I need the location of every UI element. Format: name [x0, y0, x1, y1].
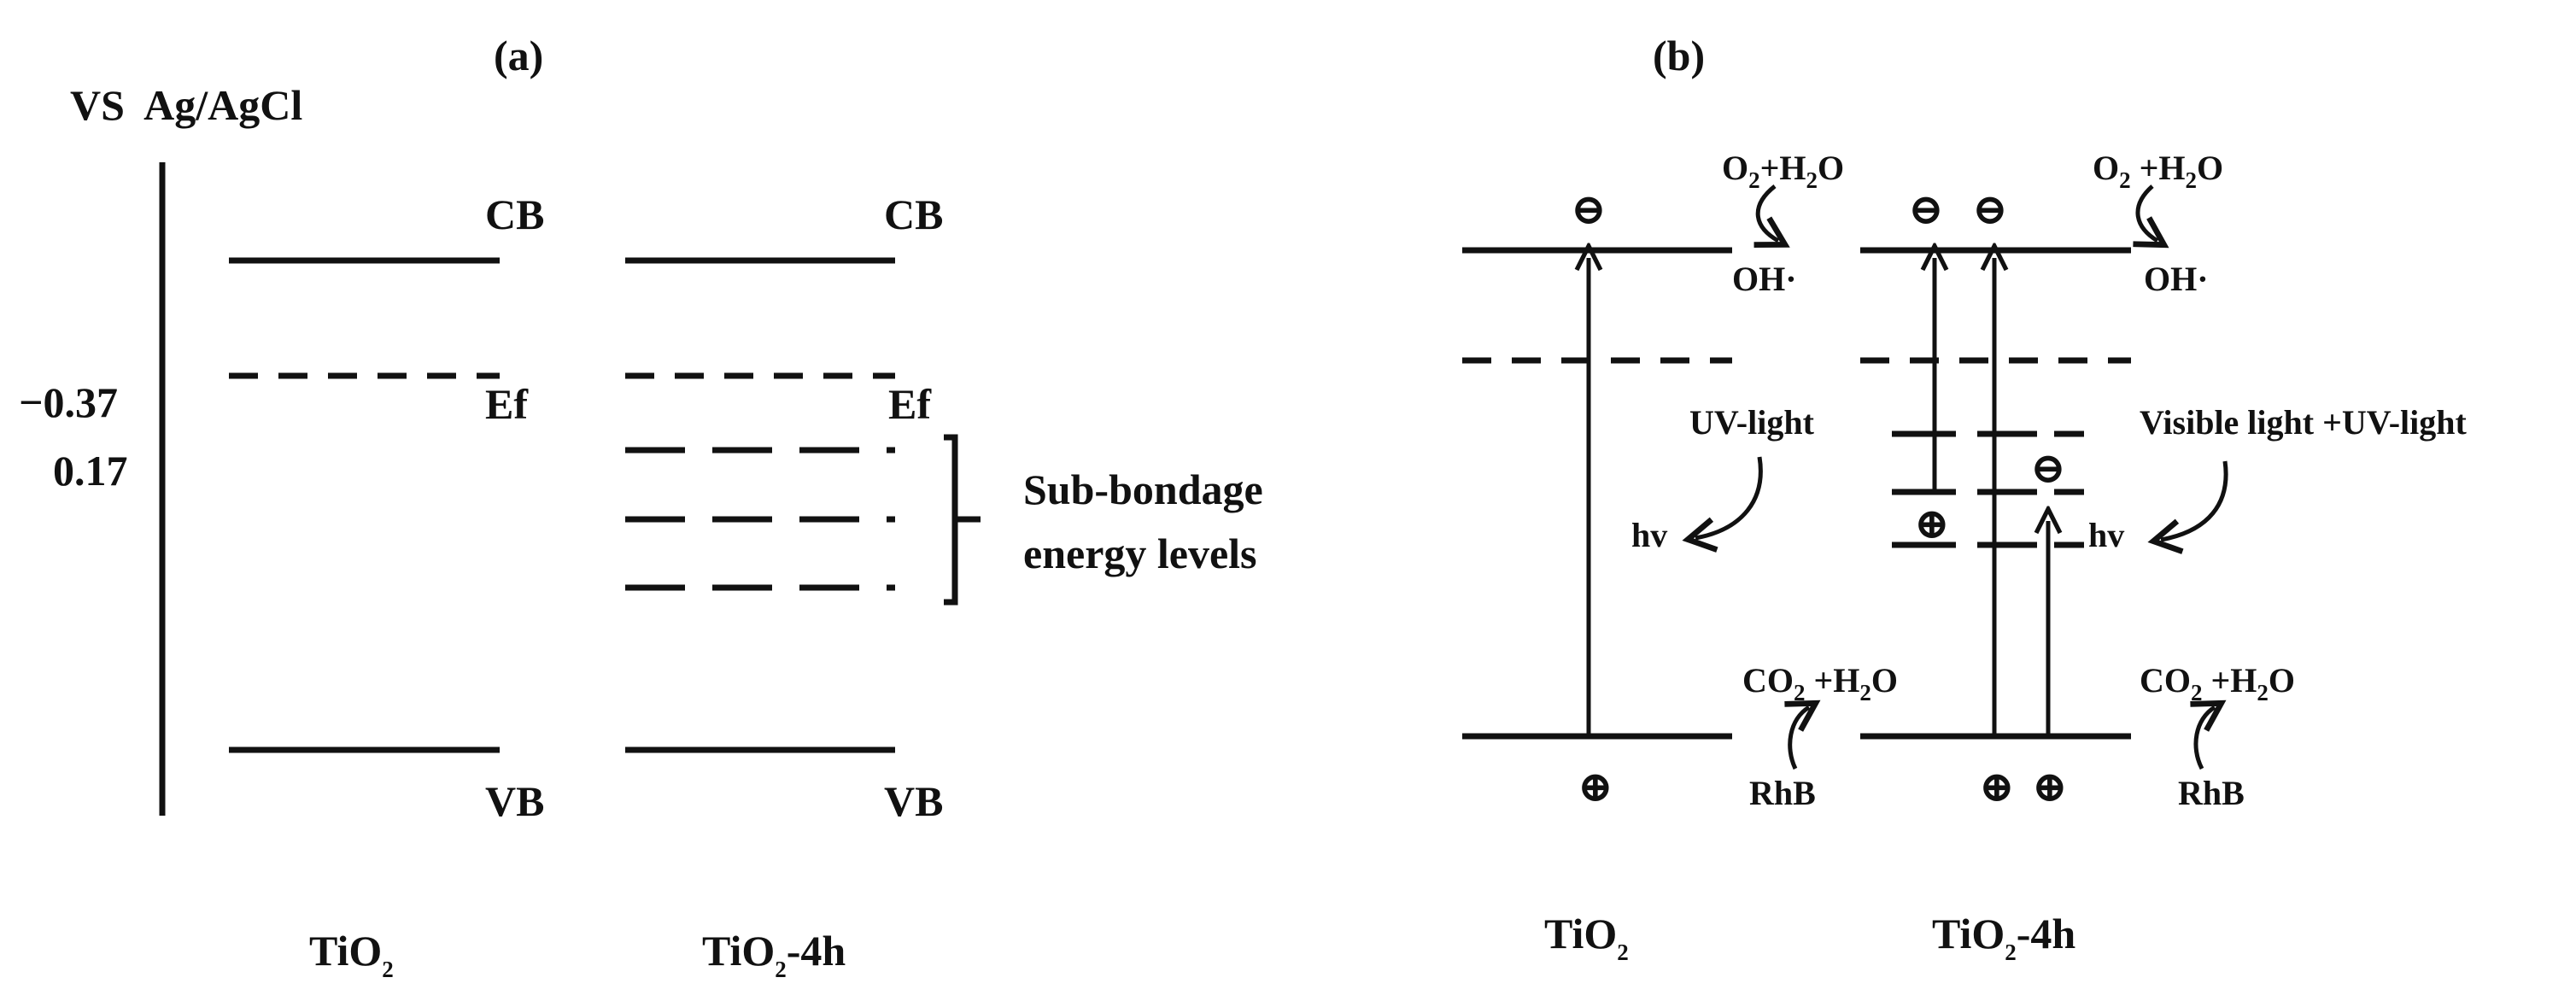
b-o2-to-oh-arrow-1	[1753, 184, 1790, 248]
b-rhb-label-1: RhB	[1749, 774, 1816, 812]
tio2-4h-vb-label: VB	[884, 777, 943, 825]
b-tio2-4h-electron-2: ⊖	[1972, 185, 2008, 233]
panel-a: (a) VS Ag/AgCl −0.37 0.17 CB Ef VB CB Ef…	[19, 32, 1263, 982]
axis-reference-label: VS Ag/AgCl	[70, 81, 302, 129]
b-uv-light-arrow	[1682, 456, 1763, 553]
b-o2-h2o-label-1: O2+H2O	[1722, 149, 1844, 193]
b-o2-to-oh-arrow-2	[2133, 184, 2169, 249]
tio2-4h-cb-label: CB	[884, 190, 943, 238]
panel-b-label: (b)	[1653, 32, 1705, 79]
panel-a-label: (a)	[494, 32, 543, 79]
b-visible-light-arrow	[2147, 460, 2228, 554]
b-oh-label-1: OH·	[1732, 260, 1797, 298]
b-tio2-4h-hole-1: ⊕	[1979, 763, 2015, 811]
panel-b: (b) ⊖ ⊕ ⊖ ⊖ ⊖ ⊕ ⊕ ⊕ O2+H2O OH· UV-l	[1462, 32, 2467, 965]
potential-value-top: −0.37	[19, 378, 118, 426]
b-visible-uv-light-label: Visible light +UV-light	[2140, 403, 2467, 442]
b-o2-h2o-label-2: O2 +H2O	[2093, 149, 2223, 193]
b-co2-h2o-label-1: CO2 +H2O	[1742, 661, 1898, 705]
b-sub-hole: ⊕	[1914, 500, 1950, 547]
b-oh-label-2: OH·	[2144, 260, 2209, 298]
potential-value-bottom: 0.17	[53, 447, 128, 495]
b-rhb-to-co2-arrow-2	[2190, 700, 2227, 770]
b-tio2-hole: ⊕	[1578, 763, 1613, 811]
b-tio2-electron: ⊖	[1571, 185, 1607, 233]
sub-band-label-line2: energy levels	[1023, 530, 1257, 577]
b-uv-light-label: UV-light	[1689, 403, 1815, 442]
tio2-cb-label: CB	[485, 190, 544, 238]
sub-band-bracket	[944, 434, 981, 606]
tio2-vb-label: VB	[485, 777, 544, 825]
b-tio2-4h-electron-1: ⊖	[1908, 185, 1944, 233]
material-label-tio2-a: TiO2	[309, 927, 394, 982]
b-tio2-4h-hole-2: ⊕	[2032, 763, 2068, 811]
b-hv-label-1: hv	[1631, 516, 1667, 554]
tio2-4h-ef-label: Ef	[888, 380, 932, 428]
b-co2-h2o-label-2: CO2 +H2O	[2140, 661, 2295, 705]
material-label-tio2-4h-b: TiO2-4h	[1932, 910, 2075, 965]
sub-band-label-line1: Sub-bondage	[1023, 465, 1263, 513]
material-label-tio2-4h-a: TiO2-4h	[702, 927, 846, 982]
material-label-tio2-b: TiO2	[1544, 910, 1629, 965]
b-rhb-label-2: RhB	[2178, 774, 2245, 812]
b-hv-label-2: hv	[2088, 516, 2124, 554]
b-sub-electron: ⊖	[2030, 444, 2066, 492]
tio2-ef-label: Ef	[485, 380, 529, 428]
b-rhb-to-co2-arrow-1	[1784, 700, 1821, 770]
